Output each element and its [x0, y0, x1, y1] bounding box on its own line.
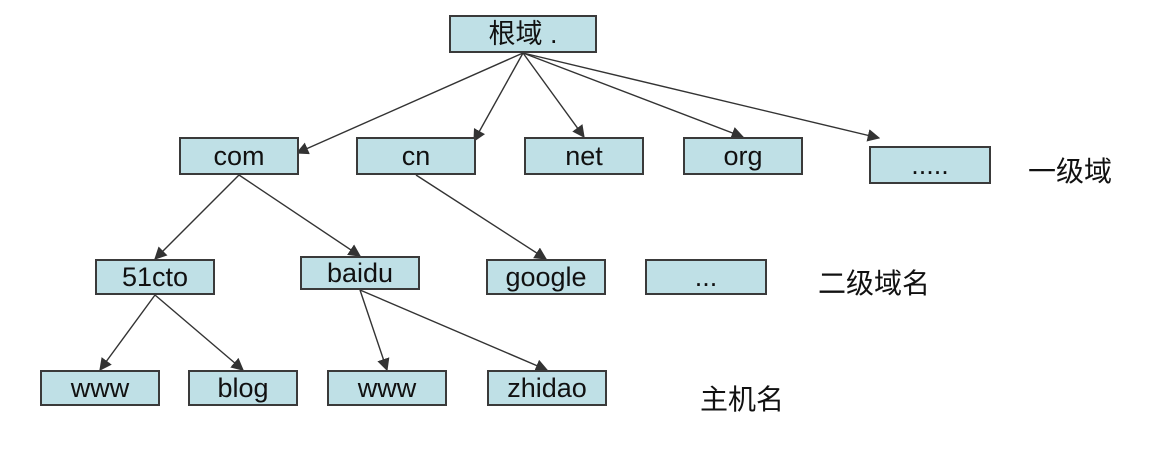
- node-www-baidu: www: [327, 370, 447, 406]
- tier-label-host: 主机名: [700, 383, 785, 416]
- node-blog: blog: [188, 370, 298, 406]
- node-root-domain: 根域 .: [449, 15, 597, 53]
- tier-label-tld: 一级域: [1028, 155, 1113, 188]
- node-zhidao: zhidao: [487, 370, 607, 406]
- edge-baidu-www2: [359, 289, 390, 372]
- edge-root-tld_more: [522, 52, 881, 142]
- edge-com-baidu: [238, 174, 362, 257]
- node-com: com: [179, 137, 299, 175]
- edge-root-com: [295, 52, 524, 155]
- edge-com-cto51: [154, 174, 240, 260]
- tier-label-sld: 二级域名: [818, 267, 931, 300]
- node-www-51cto: www: [40, 370, 160, 406]
- edge-root-net: [522, 52, 585, 139]
- edge-cto51-www1: [99, 294, 156, 372]
- node-tld-more: .....: [869, 146, 991, 184]
- node-sld-more: ...: [645, 259, 767, 295]
- edge-root-cn: [473, 52, 524, 143]
- edge-root-org: [522, 52, 745, 139]
- node-51cto: 51cto: [95, 259, 215, 295]
- node-org: org: [683, 137, 803, 175]
- edge-cto51-blog: [154, 294, 244, 371]
- node-net: net: [524, 137, 644, 175]
- node-cn: cn: [356, 137, 476, 175]
- node-baidu: baidu: [300, 256, 420, 290]
- edge-baidu-zhidao: [359, 289, 549, 372]
- edge-cn-google: [415, 174, 548, 260]
- node-google: google: [486, 259, 606, 295]
